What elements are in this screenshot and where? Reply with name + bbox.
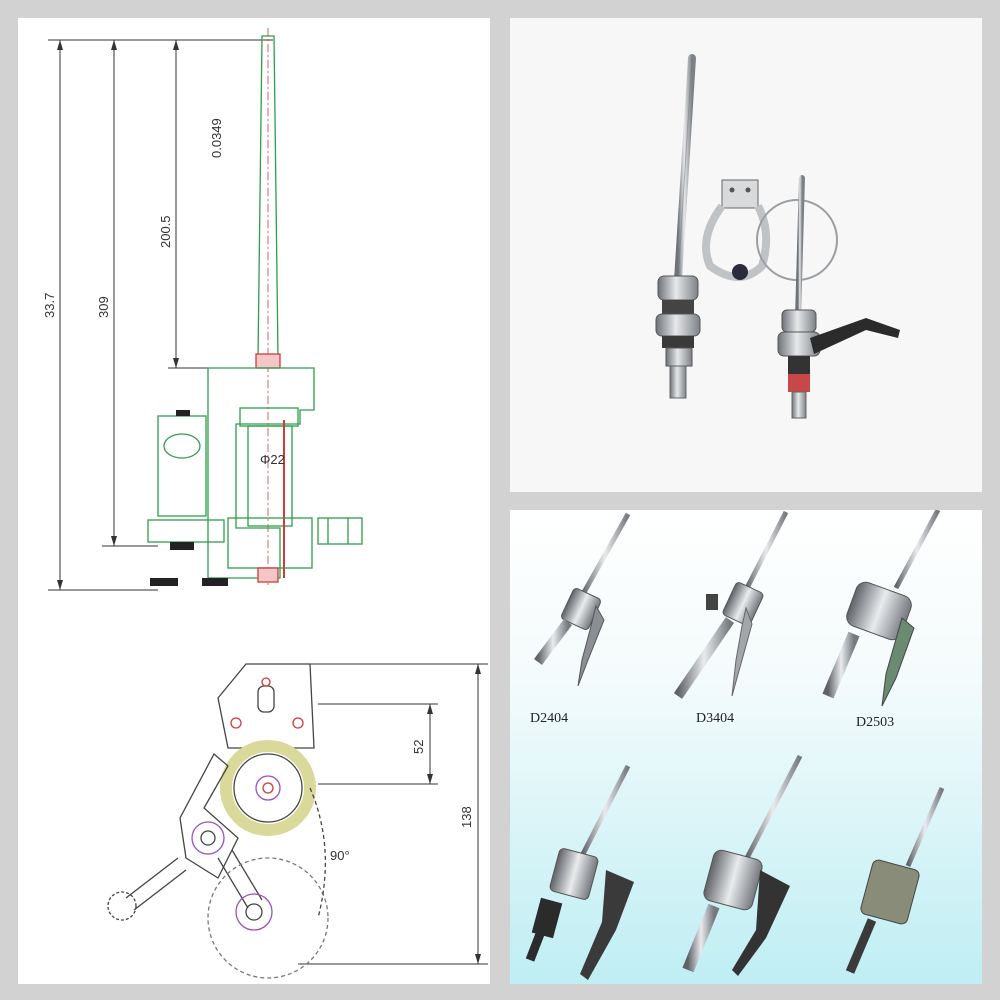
bracket-drawing: 138 52 90° [107, 663, 488, 979]
model-label-d2404: D2404 [530, 711, 568, 726]
model-label-d2503: D2503 [856, 715, 894, 730]
spindle-drawing: 33.7 309 200.5 0.0349 [42, 28, 488, 979]
dim-taper: 0.0349 [209, 118, 224, 158]
spindle-photo-panel [510, 18, 982, 492]
dim-total-height: 33.7 [42, 293, 57, 318]
spindle-models-svg: D2404 D3404 D2503 [525, 510, 945, 980]
spindle-model-6 [845, 787, 945, 974]
spindle-model-d2503 [822, 510, 941, 707]
spindle-photo [655, 54, 900, 419]
dim-spindle-length: 200.5 [158, 215, 173, 248]
spindle-model-d2404 [534, 512, 631, 687]
spindle-models-panel: D2404 D3404 D2503 [510, 510, 982, 984]
dim-bracket-height: 138 [459, 806, 474, 828]
spindle-model-4 [525, 764, 634, 980]
spindle-model-5 [682, 754, 803, 976]
dim-diameter: Φ22 [260, 452, 285, 467]
model-label-d3404: D3404 [696, 711, 734, 726]
technical-drawing-panel: 33.7 309 200.5 0.0349 [18, 18, 490, 984]
spindle-model-d3404 [673, 510, 789, 699]
dim-lower-height: 309 [96, 296, 111, 318]
dim-hole-spacing: 52 [411, 740, 426, 754]
dim-angle: 90° [330, 848, 350, 863]
